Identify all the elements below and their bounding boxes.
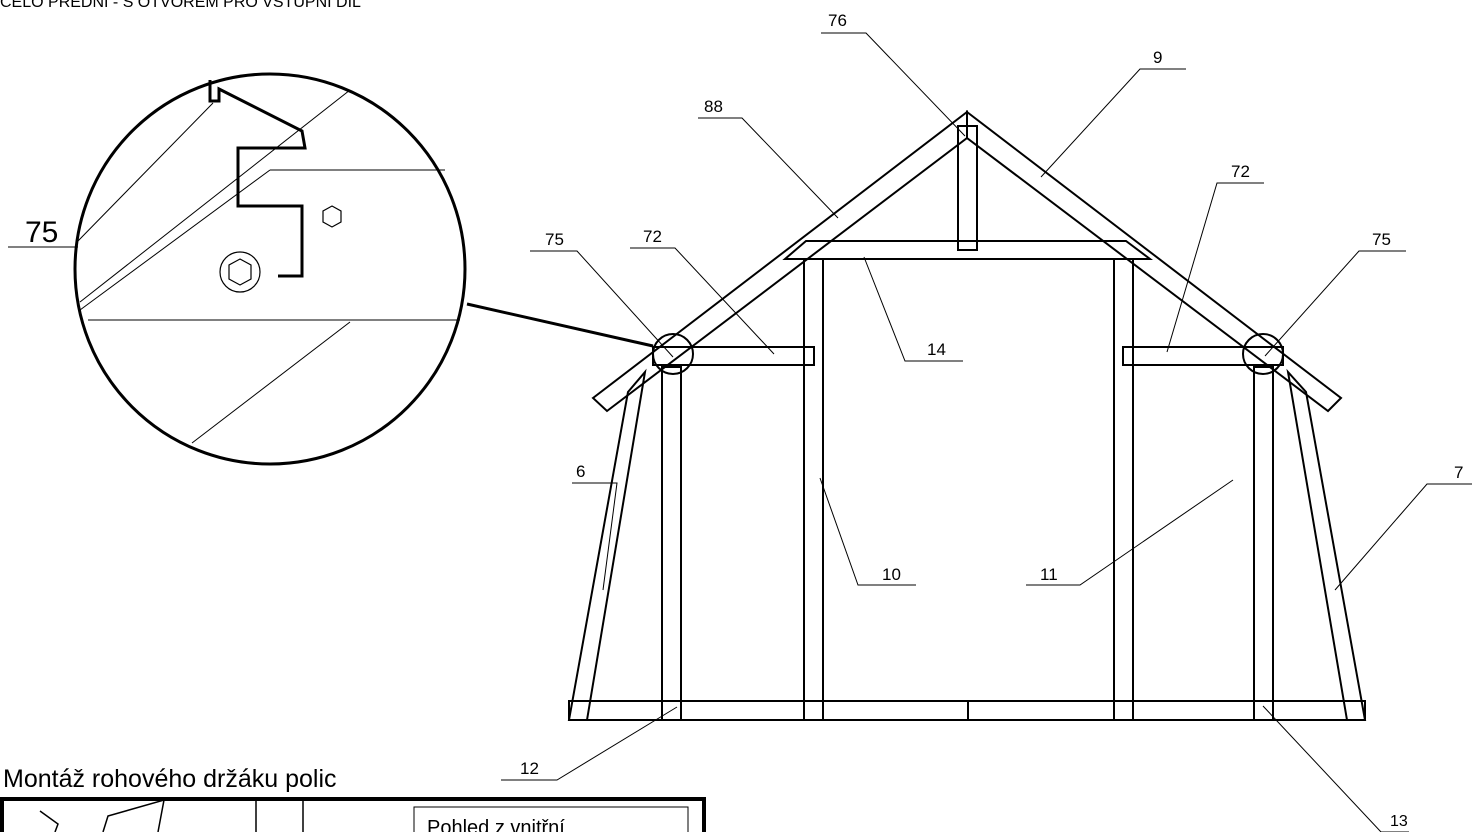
section-note: Pohled z vnitřní [427,817,565,832]
detail-beam-lines [76,89,460,444]
callout-11: 11 [1040,565,1058,584]
detail-leader [466,302,654,348]
callout-72-left: 72 [643,227,662,246]
member-72-right [1122,346,1284,366]
section-title: Montáž rohového držáku polic [3,765,337,793]
detail-marker-left [652,333,694,375]
callout-7: 7 [1454,463,1463,482]
rafter-right [966,109,1343,413]
callout-leaders [501,32,1472,832]
hex-nut-icon [322,205,342,228]
callout-9: 9 [1153,48,1162,67]
leg-6 [567,368,647,721]
leg-7 [1286,368,1367,721]
callout-75-left: 75 [545,230,564,249]
callout-14: 14 [927,340,946,359]
callout-10: 10 [882,565,901,584]
detail-profile [208,80,307,278]
callout-76: 76 [828,11,847,30]
callout-13: 13 [1390,813,1408,830]
post-11 [1113,258,1134,721]
rafter-left [591,109,968,413]
detail-zoom [8,72,654,466]
detail-circle [73,72,467,466]
gable-frame [567,109,1367,721]
post-12 [661,366,682,721]
assembly-box [0,797,706,832]
header-text: ČELO PŘEDNÍ - S OTVOREM PRO VSTUPNÍ DÍL [0,0,361,11]
callout-88: 88 [704,97,723,116]
king-post-76 [957,125,978,251]
bolt-hex-icon [228,258,252,286]
bolt-washer-icon [219,251,261,293]
callout-75-right: 75 [1372,230,1391,249]
member-72-left [652,346,815,366]
callout-6: 6 [576,462,585,481]
detail-label: 75 [25,216,58,249]
post-13 [1253,366,1274,721]
post-10 [803,258,824,721]
crossbeam-14 [782,240,1153,260]
callout-labels: 76 9 88 72 72 75 75 14 6 7 10 11 12 13 [520,11,1463,830]
callout-72-right: 72 [1231,162,1250,181]
callout-12: 12 [520,759,539,778]
detail-marker-right [1242,333,1284,375]
